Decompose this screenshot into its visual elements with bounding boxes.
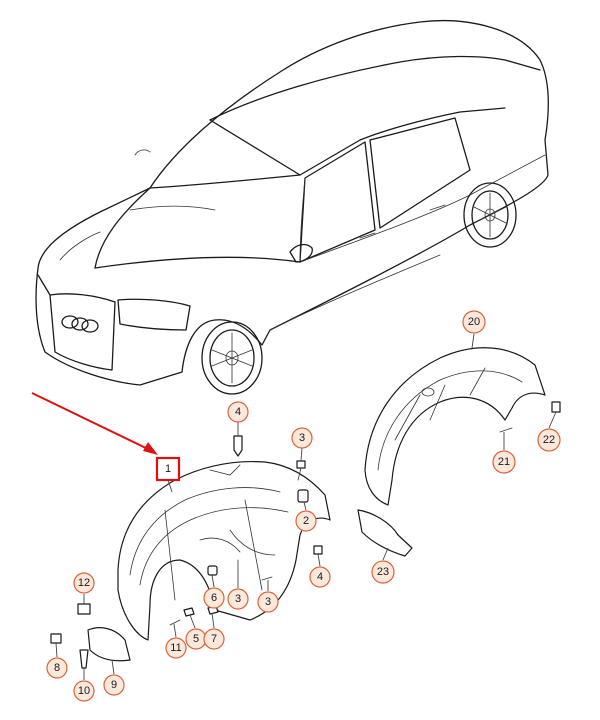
nut-6 — [207, 565, 218, 576]
callout-4-right-label: 4 — [317, 571, 323, 583]
screw-21 — [499, 427, 513, 433]
wheel-housing-liner-rear — [357, 347, 546, 557]
callout-3-top: 3 — [291, 427, 313, 449]
callout-23: 23 — [371, 560, 395, 584]
callout-20-label: 20 — [468, 316, 480, 328]
callout-3-middle: 3 — [227, 588, 249, 610]
callout-labels: 1 2 3 3 3 4 4 5 — [46, 310, 561, 702]
fasteners — [50, 401, 561, 669]
callout-11-label: 11 — [170, 642, 181, 654]
wheel-housing-liner-front — [87, 461, 331, 662]
screw-11 — [169, 619, 181, 626]
callout-12: 12 — [73, 572, 95, 594]
callout-10-label: 10 — [78, 685, 90, 697]
callout-6: 6 — [203, 587, 225, 609]
callout-12-label: 12 — [78, 577, 90, 589]
clip-10 — [79, 649, 89, 669]
callout-22-label: 22 — [543, 434, 555, 446]
callout-9-label: 9 — [111, 679, 117, 691]
callout-3-right-label: 3 — [265, 596, 271, 608]
callout-22: 22 — [537, 428, 561, 452]
bolt-5 — [183, 607, 195, 617]
nut-12 — [77, 603, 91, 615]
callout-4-top: 4 — [227, 401, 249, 423]
callout-20: 20 — [462, 310, 486, 334]
callout-9: 9 — [103, 674, 125, 696]
callout-3-middle-label: 3 — [235, 593, 241, 605]
callout-21-label: 21 — [498, 456, 510, 468]
callout-3-top-label: 3 — [299, 432, 305, 444]
callout-8: 8 — [46, 657, 68, 679]
callout-2-label: 2 — [303, 515, 309, 527]
clip-4-right — [313, 545, 323, 555]
callout-10: 10 — [73, 680, 95, 702]
callout-5-label: 5 — [193, 633, 199, 645]
callout-4-right: 4 — [309, 566, 331, 588]
callout-23-label: 23 — [377, 566, 389, 578]
car-illustration — [35, 19, 549, 395]
nut-8 — [50, 633, 62, 644]
clip-2 — [297, 489, 309, 503]
callout-11: 11 — [165, 637, 187, 659]
callout-3-right: 3 — [257, 591, 279, 613]
leader-lines — [55, 333, 557, 680]
callout-2: 2 — [295, 510, 317, 532]
callout-5: 5 — [185, 628, 207, 650]
callout-7-label: 7 — [211, 633, 217, 645]
callout-21: 21 — [492, 450, 516, 474]
callout-1-label: 1 — [165, 463, 171, 475]
callout-7: 7 — [203, 628, 225, 650]
callout-8-label: 8 — [54, 662, 60, 674]
clip-4-top — [233, 435, 243, 457]
callout-4-top-label: 4 — [235, 406, 241, 418]
highlight-arrow — [31, 392, 158, 455]
screw-3-right — [261, 576, 273, 581]
clip-22 — [551, 401, 561, 413]
callout-6-label: 6 — [211, 592, 217, 604]
callout-1-highlighted: 1 — [155, 456, 181, 482]
